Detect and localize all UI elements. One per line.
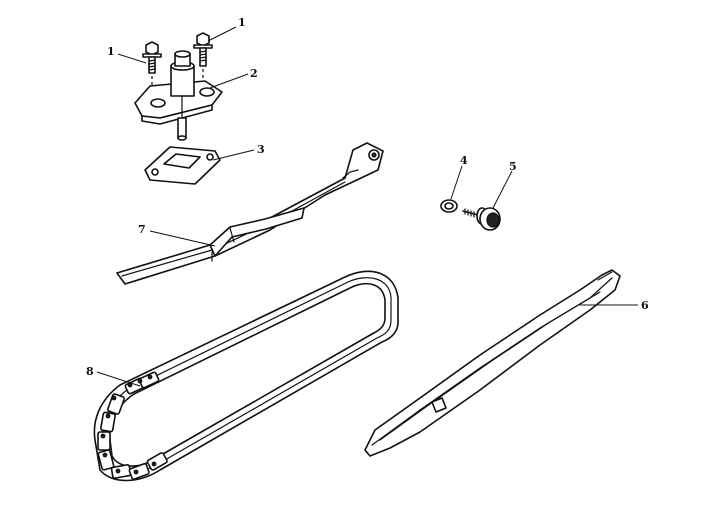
callout-1-right: 1 — [238, 16, 246, 29]
leader-8 — [96, 371, 141, 387]
leader-3 — [212, 149, 255, 161]
bolt-left — [142, 41, 162, 74]
pivot-bolt — [462, 207, 501, 231]
callout-3: 3 — [257, 143, 265, 156]
callout-6: 6 — [641, 299, 649, 312]
callout-8: 8 — [86, 365, 94, 378]
callout-1-left: 1 — [107, 45, 115, 58]
leader-5 — [492, 170, 513, 209]
callout-5: 5 — [509, 160, 517, 173]
callout-2: 2 — [250, 67, 258, 80]
leader-2 — [209, 73, 249, 89]
cam-chain — [93, 270, 399, 482]
leader-1a — [117, 53, 147, 64]
tensioner-gasket — [144, 146, 221, 185]
chain-tensioner — [134, 50, 223, 141]
chain-tensioner-arm — [116, 142, 384, 285]
leader-7 — [149, 230, 216, 247]
leader-1b — [207, 26, 237, 42]
leader-4 — [450, 165, 463, 200]
callout-7: 7 — [138, 223, 146, 236]
chain-guide — [364, 269, 621, 457]
washer — [440, 199, 458, 213]
bolt-right — [193, 32, 213, 67]
callout-4: 4 — [460, 154, 468, 167]
